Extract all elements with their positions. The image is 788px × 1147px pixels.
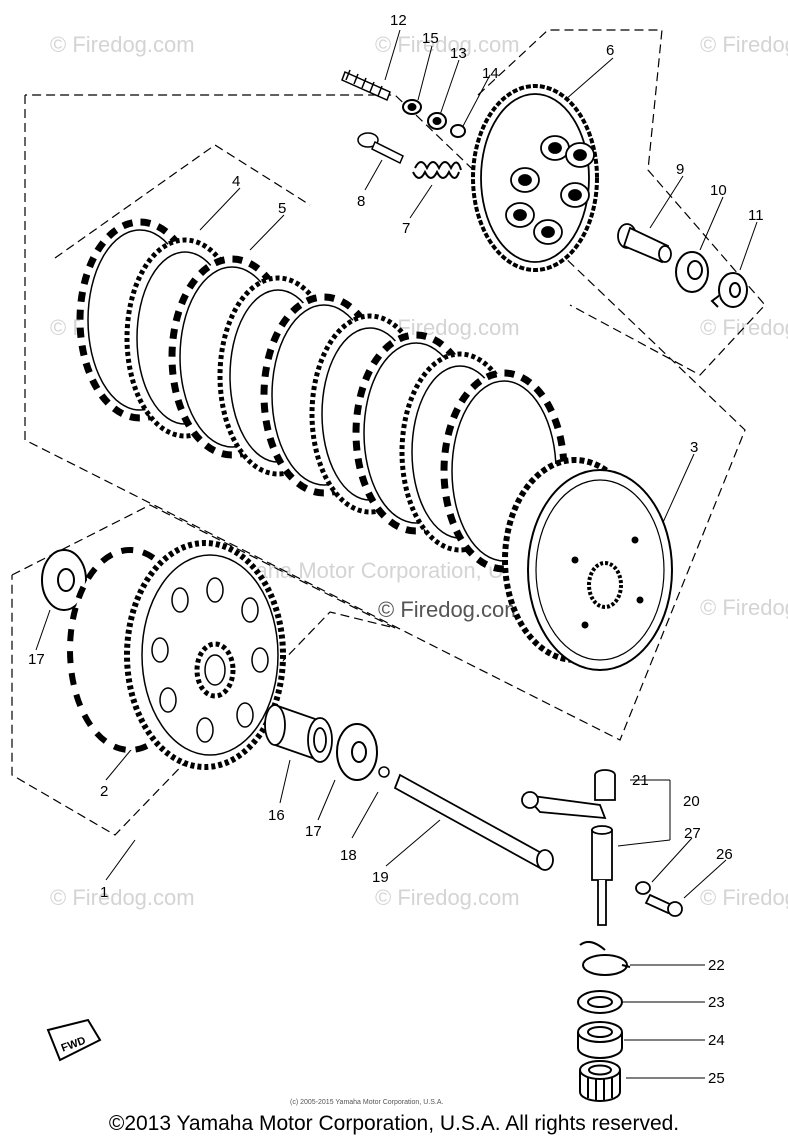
- part-7-spring: [412, 161, 462, 179]
- copyright-footer: ©2013 Yamaha Motor Corporation, U.S.A. A…: [108, 1112, 680, 1135]
- group-outlines: [11, 29, 766, 836]
- part-9-push-piece: [617, 223, 672, 264]
- part-6-pressure-plate: [471, 84, 599, 272]
- callout-19: 19: [372, 869, 389, 886]
- callout-4: 4: [232, 173, 240, 190]
- part-11-lock-washer: [710, 272, 748, 308]
- parts-20-21-push-lever: [521, 769, 616, 926]
- watermark: © Firedog.com: [50, 885, 195, 910]
- callout-22: 22: [708, 957, 725, 974]
- part-25-needle-bearing: [579, 1060, 621, 1102]
- part-19-push-rod: [393, 773, 554, 871]
- part-3-clutch-boss: [502, 457, 673, 671]
- parts-4-5-plate-stack: [76, 218, 568, 573]
- pressure-plate-outline: [477, 29, 766, 376]
- part-17-washer-right: [336, 723, 378, 781]
- callout-7: 7: [402, 220, 410, 237]
- callout-9: 9: [676, 161, 684, 178]
- part-1-2-clutch-housing: [67, 540, 286, 770]
- callout-1: 1: [100, 884, 108, 901]
- callout-11: 11: [748, 207, 764, 224]
- fwd-arrow: FWD: [46, 1018, 102, 1062]
- callout-26: 26: [716, 846, 733, 863]
- part-12-stud-bolt: [341, 69, 391, 102]
- part-24-bearing: [577, 1021, 623, 1059]
- callout-6: 6: [606, 42, 614, 59]
- part-23-oil-seal: [577, 990, 623, 1014]
- part-16-spacer: [264, 703, 333, 763]
- watermark: © Firedog.com: [700, 595, 788, 620]
- lower-group-outline: [11, 504, 396, 836]
- callout-27: 27: [684, 825, 701, 842]
- watermark: © Firedog.com: [700, 885, 788, 910]
- watermark: © Firedog.com: [378, 597, 523, 622]
- callout-15: 15: [422, 30, 439, 47]
- callout-5: 5: [278, 200, 286, 217]
- callout-13: 13: [450, 45, 467, 62]
- callout-2: 2: [100, 783, 108, 800]
- callout-20: 20: [683, 793, 700, 810]
- callout-14: 14: [482, 65, 499, 82]
- part-8-bolt: [357, 132, 404, 165]
- callout-21: 21: [632, 772, 649, 789]
- inner-copyright: (c) 2005-2015 Yamaha Motor Corporation, …: [290, 1099, 443, 1106]
- callout-10: 10: [710, 182, 727, 199]
- callout-labels: 1 2 3 4 5 6 7 8 9 10 11 12 13 14 15 16 1…: [28, 12, 764, 1087]
- callout-16: 16: [268, 807, 285, 824]
- watermark: © Firedog.com: [700, 315, 788, 340]
- callout-25: 25: [708, 1070, 725, 1087]
- part-22-return-spring: [579, 940, 631, 976]
- parts-26-27-bolt-washer: [635, 881, 683, 917]
- watermark: © Firedog.com: [375, 32, 520, 57]
- callout-3: 3: [690, 439, 698, 456]
- watermark: © Firedog.com: [700, 32, 788, 57]
- callout-18: 18: [340, 847, 357, 864]
- callout-8: 8: [357, 193, 365, 210]
- part-17-thrust-washer: [41, 549, 87, 611]
- part-10-bearing: [675, 251, 709, 293]
- watermark: © Firedog.com: [375, 885, 520, 910]
- gear-group-outline: [54, 144, 311, 259]
- callout-23: 23: [708, 994, 725, 1011]
- callout-12: 12: [390, 12, 407, 29]
- watermark: © Firedog.com: [50, 32, 195, 57]
- leader-lines: [35, 29, 758, 1079]
- callout-24: 24: [708, 1032, 725, 1049]
- upper-group-outline: [24, 94, 746, 741]
- parts-13-14-15-washers: [402, 99, 466, 138]
- callout-17b: 17: [305, 823, 322, 840]
- part-18-ball: [378, 766, 390, 778]
- callout-17a: 17: [28, 651, 45, 668]
